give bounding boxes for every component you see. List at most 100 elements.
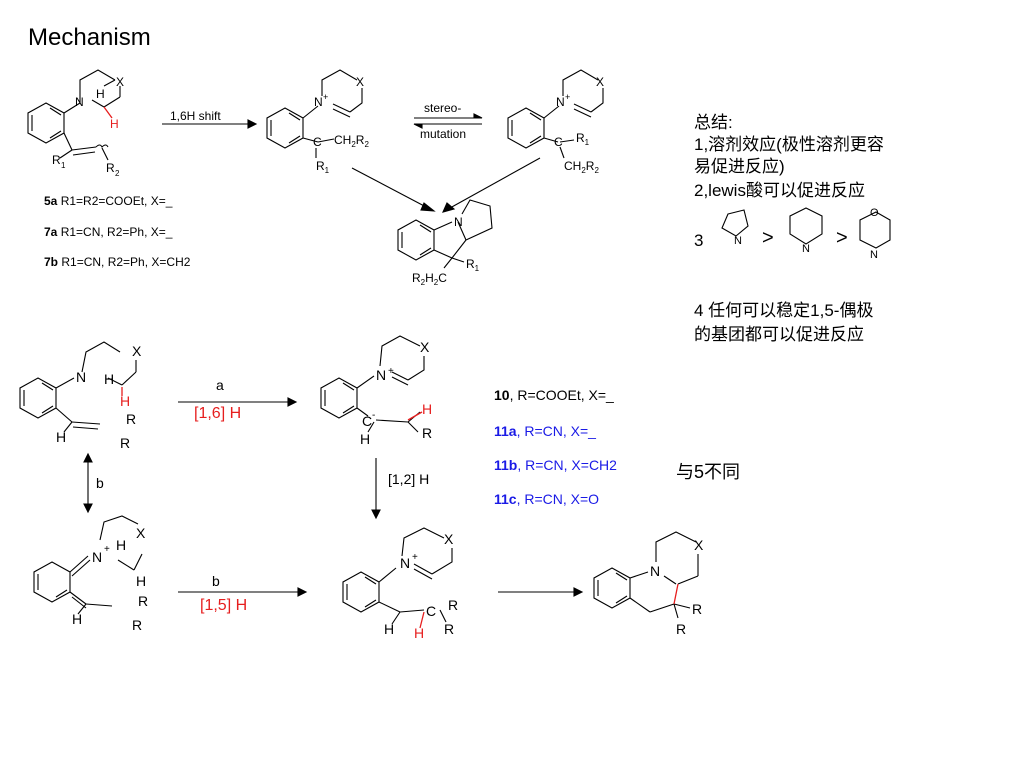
h-label: H <box>56 429 66 445</box>
h-label: H <box>96 87 105 101</box>
h-label: H <box>104 371 114 387</box>
h-red-label: H <box>110 117 119 131</box>
piperidine-ring <box>789 207 823 245</box>
pyrroloindoline-product <box>397 199 493 269</box>
arrow-b2-label: b <box>212 573 220 589</box>
nplus-label: + <box>104 544 110 555</box>
o-label: O <box>870 207 879 219</box>
compound-list-1: 5a R1=R2=COOEt, X=_ 7a R1=CN, R2=Ph, X=_… <box>44 194 191 269</box>
x-label: X <box>444 531 454 547</box>
nplus-label: + <box>412 552 418 563</box>
compound-5a: 5a R1=R2=COOEt, X=_ <box>44 194 173 208</box>
r2-sub: 2 <box>115 169 120 178</box>
summary-line-2: 易促进反应) <box>694 157 785 176</box>
summary-line-6: 的基团都可以促进反应 <box>694 325 864 344</box>
note-label: 与5不同 <box>676 462 740 482</box>
r-label: R <box>120 435 130 451</box>
x-label: X <box>136 525 146 541</box>
n-label: N <box>92 549 102 565</box>
compound-10: 10, R=COOEt, X=_ <box>494 387 614 403</box>
r1-label: R1 <box>466 257 480 273</box>
iminium-intermediate-1 <box>266 69 363 158</box>
nplus-label: + <box>388 366 394 377</box>
r-label: R <box>126 411 136 427</box>
compound-7a: 7a R1=CN, R2=Ph, X=_ <box>44 225 173 239</box>
n-label: N <box>650 563 660 579</box>
c-label: C <box>313 135 322 149</box>
r1-label: R1 <box>316 159 330 175</box>
compound-11b: 11b, R=CN, X=CH2 <box>494 457 617 473</box>
compound-list-2: 10, R=COOEt, X=_ 11a, R=CN, X=_ 11b, R=C… <box>494 387 617 507</box>
x-label: X <box>116 75 124 89</box>
reactant-5-structure <box>27 69 121 161</box>
r1-label: R <box>52 153 61 167</box>
stereo-label: stereo- <box>424 101 461 115</box>
r2-label: R <box>106 161 115 175</box>
page-title: Mechanism <box>28 24 151 51</box>
summary-heading: 总结: <box>694 113 733 132</box>
h-label: H <box>72 611 82 627</box>
n-label: N <box>454 215 463 229</box>
nplus-label: + <box>565 92 570 102</box>
summary-block: 总结: 1,溶剂效应(极性溶剂更容 易促进反应) 2,lewis酸可以促进反应 … <box>694 113 884 344</box>
n-label: N <box>376 367 386 383</box>
ch2r2-label: CH2R2 <box>564 159 599 175</box>
scheme2-final-product <box>593 531 699 619</box>
n-label: N <box>76 369 86 385</box>
summary-line-3: 2,lewis酸可以促进反应 <box>694 181 865 200</box>
n-label: N <box>802 243 810 255</box>
h-red-label: H <box>414 625 424 641</box>
iminium-intermediate-2 <box>507 69 604 159</box>
compound-11c: 11c, R=CN, X=O <box>494 491 599 507</box>
pyrrolidine-ring <box>721 209 749 237</box>
ch2r2-label: CH2R2 <box>334 133 369 149</box>
morpholine-ring <box>859 211 891 249</box>
h-label: H <box>136 573 146 589</box>
compound-11a: 11a, R=CN, X=_ <box>494 423 596 439</box>
r2h2c-label: R2H2C <box>412 271 447 287</box>
h-label: H <box>116 537 126 553</box>
arrow-a-label: a <box>216 377 224 393</box>
r-label: R <box>138 593 148 609</box>
r1-label: R1 <box>576 131 590 147</box>
summary-line-5: 4 任何可以稳定1,5-偶极 <box>694 301 873 320</box>
x-label: X <box>596 75 604 89</box>
n-label: N <box>314 95 323 109</box>
x-label: X <box>356 75 364 89</box>
arrow-b-label: b <box>96 475 104 491</box>
h-label: H <box>360 431 370 447</box>
x-label: X <box>420 339 430 355</box>
n-label: N <box>556 95 565 109</box>
cminus-label: - <box>372 410 375 421</box>
scheme2-iminium <box>342 527 453 625</box>
summary-line-4-num: 3 <box>694 231 703 250</box>
gt-sign-1: > <box>762 227 774 249</box>
h-red-label: H <box>120 393 130 409</box>
scheme2-zwitterion <box>33 515 143 615</box>
x-label: X <box>132 343 142 359</box>
n-label: N <box>734 235 742 247</box>
gt-sign-2: > <box>836 227 848 249</box>
r-label: R <box>444 621 454 637</box>
c-label: C <box>362 413 372 429</box>
c-label: C <box>426 603 436 619</box>
r-label: R <box>692 601 702 617</box>
compound-7b: 7b R1=CN, R2=Ph, X=CH2 <box>44 255 191 269</box>
scheme2-reactant <box>19 341 137 433</box>
r-label: R <box>132 617 142 633</box>
h-red-label: H <box>422 401 432 417</box>
c-label: C <box>554 135 563 149</box>
nplus-label: + <box>323 92 328 102</box>
r-label: R <box>448 597 458 613</box>
arrow-a-sub: [1,6] H <box>194 405 241 422</box>
arrow-1-label: 1,6H shift <box>170 109 221 123</box>
summary-line-1: 1,溶剂效应(极性溶剂更容 <box>694 135 884 154</box>
n-label: N <box>75 95 84 109</box>
arrow-12-label: [1,2] H <box>388 471 429 487</box>
r-label: R <box>676 621 686 637</box>
h-label: H <box>384 621 394 637</box>
arrow-b2-sub: [1,5] H <box>200 597 247 614</box>
r1-sub: 1 <box>61 161 66 170</box>
r-label: R <box>422 425 432 441</box>
